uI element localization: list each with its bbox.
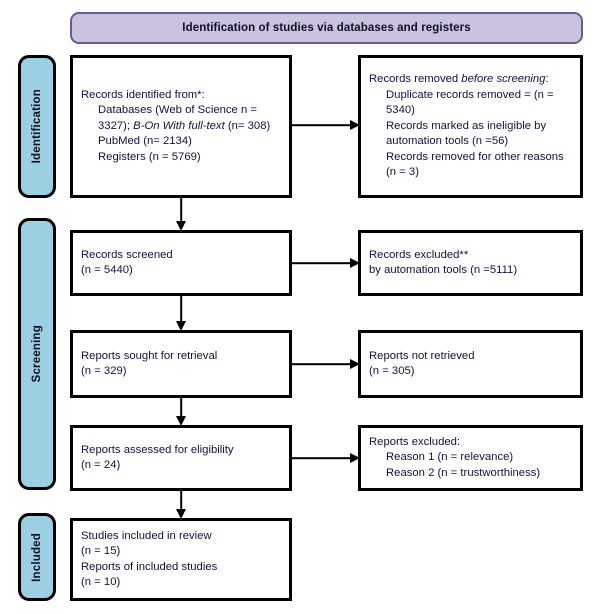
stage-label-included-text: Included	[31, 532, 43, 582]
diagram-header-banner: Identification of studies via databases …	[70, 12, 583, 44]
reports-sought-line-1: Reports sought for retrieval	[81, 349, 218, 362]
arrow-head-right-icon	[350, 120, 360, 130]
records-removed-line-1-italic: before screening	[461, 73, 546, 86]
records-screened-line-1: Records screened	[81, 248, 173, 261]
records-identified-line-4: PubMed (n= 2134)	[98, 135, 192, 148]
records-identified-line-3-italic: B-On With full-text	[133, 119, 225, 132]
arrow-head-right-icon	[350, 359, 360, 369]
records-removed-line-4: Records marked as ineligible by	[386, 119, 547, 132]
diagram-header-title: Identification of studies via databases …	[182, 22, 471, 34]
arrow-shaft	[180, 491, 182, 510]
arrow-screened-to-sought	[175, 296, 187, 331]
arrow-assessed-to-included	[175, 491, 187, 519]
reports-excluded-line-3: Reason 2 (n = trustworthiness)	[386, 466, 541, 479]
studies-included-line-2: (n = 15)	[81, 545, 121, 557]
stage-label-screening-text: Screening	[31, 325, 43, 383]
box-records-identified: Records identified from*: Databases (Web…	[70, 55, 292, 198]
records-removed-line-2: Duplicate records removed = (n =	[386, 88, 554, 101]
reports-assessed-line-1: Reports assessed for eligibility	[81, 443, 234, 456]
records-removed-line-5: automation tools (n =56)	[386, 135, 509, 148]
reports-assessed-line-2: (n = 24)	[81, 459, 121, 471]
arrow-shaft	[292, 124, 351, 126]
arrow-head-down-icon	[176, 416, 186, 426]
studies-included-line-4: (n = 10)	[81, 576, 121, 588]
arrow-assessed-to-excluded-reasons	[292, 452, 360, 464]
records-identified-line-3: 3327); B-On With full-text (n= 308)	[81, 119, 281, 135]
records-identified-line-3-post: (n= 308)	[224, 119, 271, 132]
records-identified-line-2: Databases (Web of Science n =	[98, 104, 257, 117]
box-reports-not-retrieved: Reports not retrieved (n = 305)	[358, 330, 583, 398]
box-records-removed: Records removed before screening: Duplic…	[358, 55, 583, 198]
arrow-shaft	[292, 363, 351, 365]
records-removed-line-1-post: :	[545, 73, 549, 86]
arrow-shaft	[180, 198, 182, 222]
records-removed-line-7: (n = 3)	[386, 166, 419, 179]
reports-not-retrieved-line-1: Reports not retrieved	[369, 349, 475, 362]
box-reports-excluded-reasons: Reports excluded: Reason 1 (n = relevanc…	[358, 425, 583, 491]
studies-included-line-1: Studies included in review	[81, 529, 212, 542]
arrow-identified-to-removed	[292, 119, 360, 131]
arrow-shaft	[292, 262, 351, 264]
arrow-head-down-icon	[176, 221, 186, 231]
arrow-sought-to-not-retrieved	[292, 358, 360, 370]
box-records-screened: Records screened (n = 5440)	[70, 230, 292, 296]
records-removed-line-6: Records removed for other reasons	[386, 150, 564, 163]
arrow-shaft	[292, 457, 351, 459]
arrow-shaft	[180, 296, 182, 322]
records-identified-line-1: Records identified from*:	[81, 88, 205, 101]
arrow-head-down-icon	[176, 321, 186, 331]
arrow-head-right-icon	[350, 453, 360, 463]
box-reports-assessed: Reports assessed for eligibility (n = 24…	[70, 425, 292, 491]
arrow-shaft	[180, 398, 182, 417]
stage-label-identification: Identification	[18, 55, 56, 198]
reports-not-retrieved-line-2: (n = 305)	[369, 365, 415, 377]
records-screened-line-2: (n = 5440)	[81, 264, 133, 276]
arrow-identified-to-screened	[175, 198, 187, 231]
box-studies-included: Studies included in review (n = 15) Repo…	[70, 518, 292, 601]
records-removed-line-1: Records removed before screening:	[369, 72, 572, 88]
studies-included-line-3: Reports of included studies	[81, 560, 218, 573]
records-excluded-line-2: by automation tools (n =5111)	[369, 264, 518, 276]
reports-excluded-line-1: Reports excluded:	[369, 435, 461, 448]
arrow-head-right-icon	[350, 258, 360, 268]
records-identified-line-5: Registers (n = 5769)	[98, 150, 201, 163]
records-removed-line-1-pre: Records removed	[369, 73, 462, 86]
records-removed-line-3: 5340)	[386, 104, 415, 117]
reports-sought-line-2: (n = 329)	[81, 365, 127, 377]
arrow-head-down-icon	[176, 509, 186, 519]
box-reports-sought: Reports sought for retrieval (n = 329)	[70, 330, 292, 398]
stage-label-included: Included	[18, 513, 56, 601]
stage-label-screening: Screening	[18, 218, 56, 490]
box-records-excluded: Records excluded** by automation tools (…	[358, 230, 583, 296]
reports-excluded-line-2: Reason 1 (n = relevance)	[386, 451, 514, 464]
records-excluded-line-1: Records excluded**	[369, 248, 469, 261]
stage-label-identification-text: Identification	[31, 89, 43, 164]
arrow-screened-to-excluded	[292, 257, 360, 269]
arrow-sought-to-assessed	[175, 398, 187, 426]
records-identified-line-3-pre: 3327);	[98, 119, 134, 132]
